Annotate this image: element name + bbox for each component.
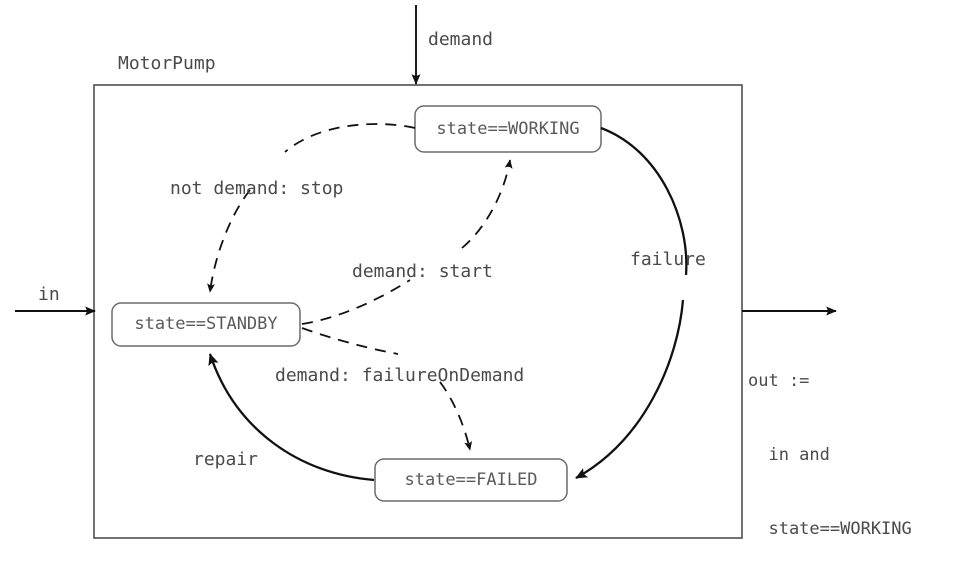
transition-repair-path <box>208 353 375 482</box>
transition-failure-path-2 <box>575 299 685 480</box>
state-label-working: state==WORKING <box>436 119 580 139</box>
transition-label-failureondemand: demand: failureOnDemand <box>275 365 525 386</box>
state-label-failed: state==FAILED <box>404 470 538 490</box>
block-title: MotorPump <box>118 53 216 74</box>
output-out-label: out := in and state==WORKING <box>748 320 912 568</box>
transition-stop-path-2 <box>207 189 251 293</box>
transition-stop-path <box>284 123 416 153</box>
transition-label-start: demand: start <box>352 261 493 282</box>
output-out-label-line-3: state==WORKING <box>748 519 912 540</box>
transition-label-stop: not demand: stop <box>170 178 344 199</box>
input-in-label: in <box>38 284 60 305</box>
transition-label-repair: repair <box>193 449 259 470</box>
state-label-standby: state==STANDBY <box>134 314 278 334</box>
output-out-label-line-2: in and <box>748 445 830 466</box>
transition-start-path <box>301 279 411 325</box>
output-out-label-line-1: out := <box>748 371 810 392</box>
transition-failureondemand-path <box>301 327 399 355</box>
state-box-failed[interactable] <box>374 458 568 502</box>
transition-failure-path <box>600 126 688 276</box>
transition-label-failure: failure <box>630 249 706 270</box>
transition-start-path-2 <box>461 159 513 249</box>
transition-failureondemand-path-2 <box>439 381 473 451</box>
state-box-standby[interactable] <box>111 302 301 347</box>
input-demand-label: demand <box>428 29 494 50</box>
